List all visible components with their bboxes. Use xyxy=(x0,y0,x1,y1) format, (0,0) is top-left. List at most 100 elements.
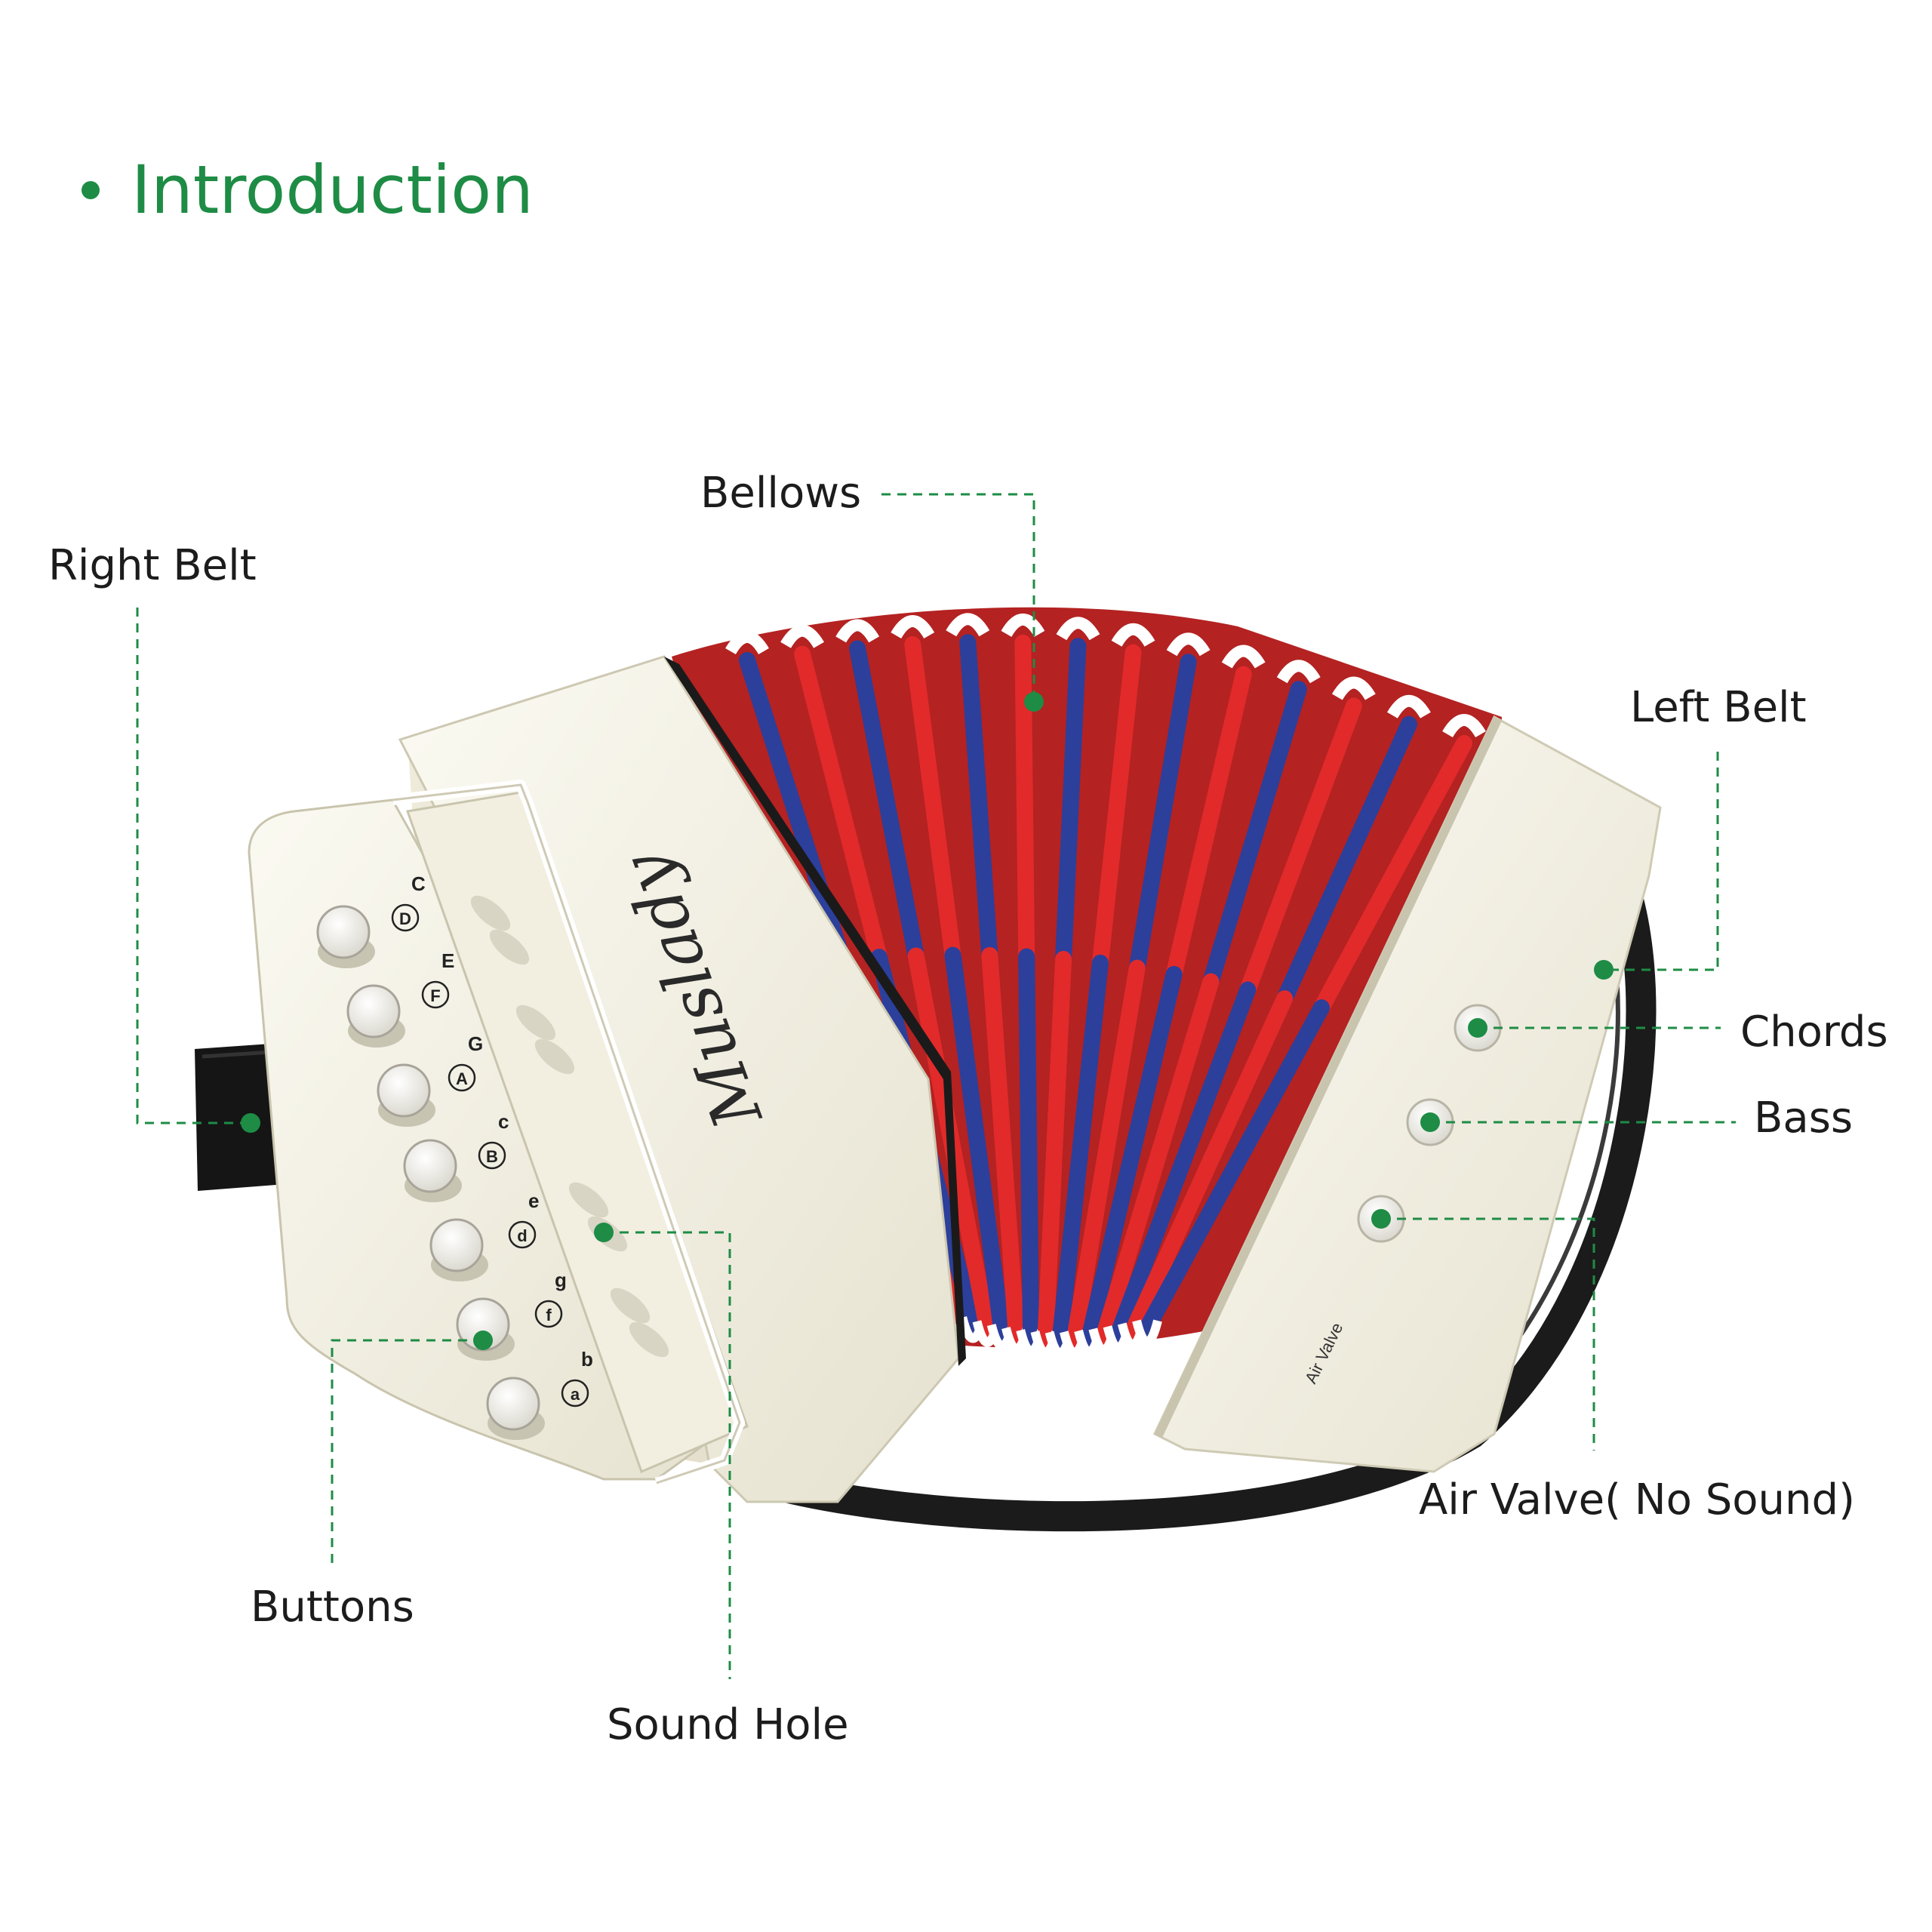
bellows-rib-lower xyxy=(981,946,1025,1344)
label-chords: Chords xyxy=(1740,1008,1888,1057)
label-left-belt: Left Belt xyxy=(1630,683,1807,732)
note-letter: e xyxy=(528,1189,539,1212)
bellows-rib-lower xyxy=(1139,999,1330,1337)
bellows-rib-upper xyxy=(794,645,888,966)
dot-right-belt xyxy=(241,1113,260,1133)
bellows-rib-upper xyxy=(1313,735,1472,1017)
bellows-fold-top xyxy=(835,619,880,643)
dot-left-belt xyxy=(1594,960,1614,980)
bass-body-front xyxy=(1153,715,1662,1473)
bellows-fold-top xyxy=(1331,676,1376,700)
bellows-fold-bottom xyxy=(1132,1319,1162,1346)
leader-dots xyxy=(241,692,1614,1350)
bellows-rib-upper xyxy=(739,652,851,968)
bellows-rib-lower xyxy=(1124,990,1294,1340)
bellows-rib-upper xyxy=(1091,644,1142,971)
bellows-fold-top xyxy=(1166,632,1211,657)
bellows-rib-upper xyxy=(1276,715,1417,1008)
bellows-fold-top xyxy=(780,624,825,649)
bellows-fold-top xyxy=(1386,695,1431,719)
bellows-rib-lower xyxy=(1095,973,1220,1345)
label-bellows: Bellows xyxy=(700,469,862,518)
bellows-rib-lower xyxy=(1081,965,1183,1347)
bellows-rib-upper xyxy=(1202,681,1307,990)
treble-button[interactable] xyxy=(403,1139,457,1193)
dot-air-valve xyxy=(1371,1209,1391,1229)
label-air-valve: Air Valve( No Sound) xyxy=(1419,1475,1855,1524)
dot-buttons xyxy=(473,1331,493,1350)
treble-button[interactable] xyxy=(429,1218,484,1272)
bass-body-edge xyxy=(1155,717,1502,1438)
bellows-fold-top xyxy=(1001,614,1045,638)
bellows-fold-top xyxy=(1221,645,1266,669)
label-buttons: Buttons xyxy=(251,1583,414,1632)
bellows-rib-lower xyxy=(1066,959,1146,1348)
bellows-rib-upper xyxy=(1165,666,1252,983)
label-bass: Bass xyxy=(1754,1094,1854,1143)
note-circle xyxy=(478,1141,506,1170)
bellows-rib-lower xyxy=(1051,954,1109,1349)
bellows-rib-upper xyxy=(1014,634,1035,965)
bellows-fold-top xyxy=(1056,617,1100,641)
bellows-rib-upper xyxy=(849,640,924,964)
note-letter-circled: B xyxy=(486,1147,498,1166)
section-heading: Introduction xyxy=(82,157,534,223)
bellows-strap-bar-edge xyxy=(392,783,741,1484)
bellows-fold-top xyxy=(1442,714,1486,738)
note-letter: g xyxy=(555,1269,567,1291)
dot-bellows xyxy=(1024,692,1044,712)
leader-left-belt xyxy=(1604,752,1719,971)
note-circle xyxy=(448,1063,476,1092)
note-letter: b xyxy=(581,1348,593,1371)
bellows-rib-upper xyxy=(904,635,961,964)
bellows-rib-upper xyxy=(1239,697,1362,998)
note-letter-circled: D xyxy=(399,909,411,928)
treble-button[interactable] xyxy=(346,984,401,1038)
note-letter-circled: a xyxy=(571,1385,580,1404)
label-right-belt: Right Belt xyxy=(48,541,257,590)
bass-end: Air Valve xyxy=(1153,715,1662,1473)
bellows-fold-top xyxy=(725,631,769,655)
note-letter: G xyxy=(468,1032,483,1055)
bellows-rib-upper xyxy=(959,634,998,964)
treble-button[interactable] xyxy=(377,1063,431,1118)
dot-sound-hole xyxy=(594,1223,614,1242)
treble-button[interactable] xyxy=(486,1377,540,1431)
bellows-fold-top xyxy=(946,613,990,637)
note-letter-circled: d xyxy=(517,1226,527,1245)
note-circle xyxy=(508,1220,537,1249)
bellows-rib-lower xyxy=(1037,950,1072,1348)
note-letter: E xyxy=(441,949,454,972)
leader-right-belt xyxy=(136,608,251,1124)
bellows-fold-top xyxy=(1111,623,1155,648)
bullet-dot xyxy=(82,181,100,199)
leader-lines xyxy=(136,493,1736,1679)
dot-chords xyxy=(1468,1018,1487,1038)
bellows-rib-lower xyxy=(1018,948,1040,1346)
bellows-rib-lower xyxy=(944,946,1011,1341)
note-circle xyxy=(421,980,450,1009)
leader-bellows xyxy=(881,493,1035,702)
note-circle xyxy=(391,903,420,932)
bellows-rib-lower xyxy=(1109,981,1257,1343)
bellows-rib-upper xyxy=(1128,654,1197,977)
page-title: Introduction xyxy=(131,151,534,229)
treble-button[interactable] xyxy=(316,905,371,959)
note-letter-circled: f xyxy=(546,1306,552,1324)
note-letter-circled: A xyxy=(456,1069,468,1088)
leader-buttons xyxy=(331,1339,483,1568)
bellows-fold-top xyxy=(891,615,935,639)
grille-panel xyxy=(405,791,749,1474)
bellows-fold-top xyxy=(1276,660,1321,684)
note-letter: C xyxy=(411,872,426,895)
label-sound-hole: Sound Hole xyxy=(607,1700,849,1749)
bellows-rib-upper xyxy=(1055,638,1087,968)
dot-bass xyxy=(1420,1112,1440,1132)
leader-air-valve xyxy=(1381,1217,1595,1451)
note-letter-circled: F xyxy=(430,986,440,1005)
note-letter: c xyxy=(498,1110,509,1133)
note-circle xyxy=(534,1300,563,1328)
